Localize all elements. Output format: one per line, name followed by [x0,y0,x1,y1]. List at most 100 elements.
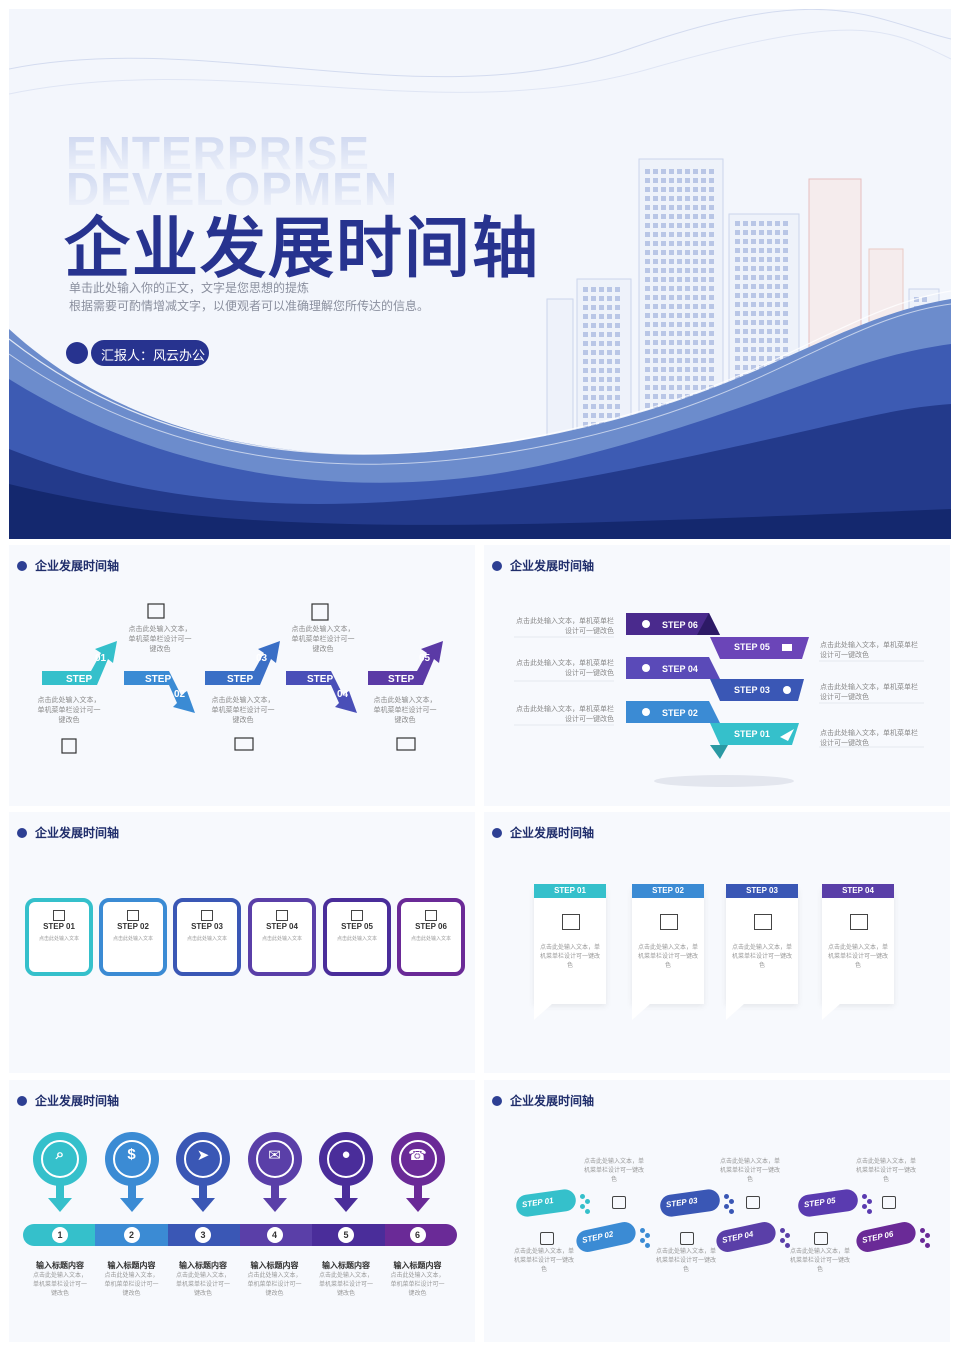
footprint-bottom-text: 点击此处输入文本，单机菜单栏设计可一键改色 [514,1249,575,1273]
pin-stem [270,1182,279,1200]
ribbon-label-03: STEP 03 [734,685,770,695]
arrow-04 [286,671,357,713]
card-icon [754,914,772,930]
footprint: STEP 06 [854,1220,918,1254]
footprint: STEP 04 [714,1220,778,1254]
toe-dot [925,1243,930,1248]
comment-icon [746,1196,760,1209]
search-icon [783,686,791,694]
cover-slide: ENTERPRISE DEVELOPMEN 企业发展时间轴 单击此处输入你的正文… [9,9,951,539]
frame-icon [351,910,363,921]
pin-number: 3 [195,1227,211,1243]
title-dot [17,827,27,838]
pin-text: 点击此处输入文本，单机菜单栏设计可一键改色 [247,1273,302,1297]
arrow-num-02: 02 [174,689,186,700]
ribbon-left-text-3: 点击此处输入文本，单机菜单栏设计可一键改色 [516,706,614,723]
pin-arrowhead [405,1198,430,1212]
arrow-num-03: 03 [256,653,268,664]
mail-icon: ✉ [268,1147,281,1164]
footprint-label: STEP 01 [521,1195,555,1210]
footprint-label: STEP 04 [721,1229,755,1245]
pin-arrowhead [191,1198,215,1212]
title-dot [17,1095,27,1106]
pin-heading: 输入标题内容 [36,1261,84,1270]
frame-step-label: STEP 06 [415,922,447,931]
send-icon [780,729,794,741]
pin-text: 点击此处输入文本，单机菜单栏设计可一键改色 [175,1273,230,1297]
arrow-num-04: 04 [337,689,349,700]
frame-icon [276,910,288,921]
mail-icon [782,644,792,651]
ribbon-step-03 [710,679,804,701]
pin-marker: ● [319,1132,373,1186]
arrow-step-01: STEP [66,674,92,685]
footprint: STEP 05 [796,1187,860,1219]
arrow-03 [205,641,280,685]
card-header: STEP 02 [632,884,704,898]
toe-dot [920,1228,925,1233]
card-tail [632,1004,650,1020]
toe-dot [862,1194,867,1199]
phone-icon: ☎ [408,1147,427,1164]
toe-dot [785,1233,790,1238]
frame-step-label: STEP 04 [266,922,298,931]
card-text: 点击此处输入文本，单机菜单栏设计可一键改色 [827,945,888,969]
lock-icon [882,1196,896,1209]
ribbon-step-04 [626,657,720,679]
card-header: STEP 01 [534,884,606,898]
toe-dot [780,1228,785,1233]
pin-arrowhead [334,1198,358,1212]
card-icon [660,914,678,930]
toe-dot [645,1233,650,1238]
user-icon [642,708,650,716]
card-icon [850,914,868,930]
pin-stem [56,1182,64,1200]
cover-title: 企业发展时间轴 [64,211,540,285]
card-text: 点击此处输入文本，单机菜单栏设计可一键改色 [637,945,698,969]
search-icon [612,1196,626,1209]
cover-background: ENTERPRISE DEVELOPMEN [9,9,951,539]
frame-text: 点击此处输入文本 [186,936,227,942]
step-frame: STEP 06 点击此处输入文本 [397,898,465,976]
pin-inner [327,1140,365,1178]
ribbons-graphic: STEP 06 STEP 05 STEP 04 STEP 03 STEP 02 … [514,613,924,787]
edit-icon [61,738,77,754]
card-tail [726,1004,744,1020]
footprint-label: STEP 06 [861,1229,895,1245]
cover-subtitle-1: 单击此处输入你的正文，文字是您思想的提炼 [69,281,310,295]
pin-marker: $ [104,1132,159,1186]
title-dot [492,1095,502,1106]
search-icon [814,1232,828,1245]
toe-dot [862,1204,867,1209]
arrow-bottom-text-3: 点击此处输入文本，单机菜单栏设计可一键改色 [373,697,437,724]
arrow-02 [124,671,195,713]
slide-title: 企业发展时间轴 [17,1092,119,1109]
pin-number: 4 [266,1227,283,1243]
toe-dot [920,1238,925,1243]
toe-dot [640,1228,645,1233]
pin-heading: 输入标题内容 [179,1261,227,1270]
frame-text: 点击此处输入文本 [410,936,451,942]
toe-dot [729,1209,734,1214]
ribbon-step-01 [710,723,799,745]
toe-dot [867,1199,872,1204]
title-dot [492,560,502,571]
arrow-num-01: 01 [95,653,107,664]
slide-title: 企业发展时间轴 [492,1092,594,1109]
comment-icon [396,737,416,751]
pin-inner [398,1140,437,1178]
ribbon-step-02 [626,701,720,723]
footprint-top-text: 点击此处输入文本，单机菜单栏设计可一键改色 [856,1159,917,1183]
pin-inner [112,1140,151,1178]
ribbon-label-01: STEP 01 [734,729,770,739]
send-icon: ➤ [196,1147,210,1164]
toe-dot [724,1194,729,1199]
pin-arrowhead [262,1198,287,1212]
pin-stem [342,1182,350,1200]
